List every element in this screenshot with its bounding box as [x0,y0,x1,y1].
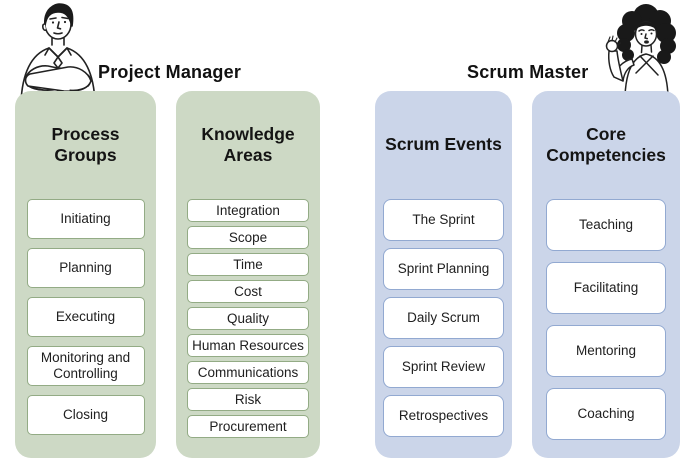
item-executing: Executing [26,297,145,337]
item-sprint-planning: Sprint Planning [383,248,504,290]
item-the-sprint: The Sprint [383,199,504,241]
item-closing: Closing [26,395,145,435]
item-integration: Integration [187,199,309,222]
project-manager-title: Project Manager [98,62,242,82]
woman-raising-hand-icon [605,4,676,97]
scrum-events-panel: Scrum Events The Sprint Sprint Planning … [375,91,512,458]
scrum-events-items: The Sprint Sprint Planning Daily Scrum S… [375,199,512,444]
scrum-master-illustration [594,1,696,97]
item-planning: Planning [26,248,145,288]
item-time: Time [187,253,309,276]
man-crossed-arms-icon [20,3,96,104]
item-cost: Cost [187,280,309,303]
item-initiating: Initiating [26,199,145,239]
core-competencies-header: Core Competencies [546,123,666,165]
process-groups-header: Process Groups [51,123,120,165]
item-procurement: Procurement [187,415,309,438]
scrum-events-header: Scrum Events [385,134,502,155]
item-mentoring: Mentoring [546,325,666,377]
item-scope: Scope [187,226,309,249]
item-retrospectives: Retrospectives [383,395,504,437]
item-human-resources: Human Resources [187,334,309,357]
item-risk: Risk [187,388,309,411]
scrum-master-title: Scrum Master [467,62,589,82]
core-competencies-items: Teaching Facilitating Mentoring Coaching [532,199,680,451]
item-quality: Quality [187,307,309,330]
knowledge-areas-items: Integration Scope Time Cost Quality Huma… [176,199,320,442]
item-teaching: Teaching [546,199,666,251]
item-communications: Communications [187,361,309,384]
knowledge-areas-panel: Knowledge Areas Integration Scope Time C… [176,91,320,458]
project-manager-illustration [8,2,102,104]
item-coaching: Coaching [546,388,666,440]
item-daily-scrum: Daily Scrum [383,297,504,339]
process-groups-items: Initiating Planning Executing Monitoring… [15,199,156,444]
item-sprint-review: Sprint Review [383,346,504,388]
item-facilitating: Facilitating [546,262,666,314]
knowledge-areas-header: Knowledge Areas [201,123,295,165]
item-monitoring-and-controlling: Monitoring and Controlling [26,346,145,386]
core-competencies-panel: Core Competencies Teaching Facilitating … [532,91,680,458]
process-groups-panel: Process Groups Initiating Planning Execu… [15,91,156,458]
